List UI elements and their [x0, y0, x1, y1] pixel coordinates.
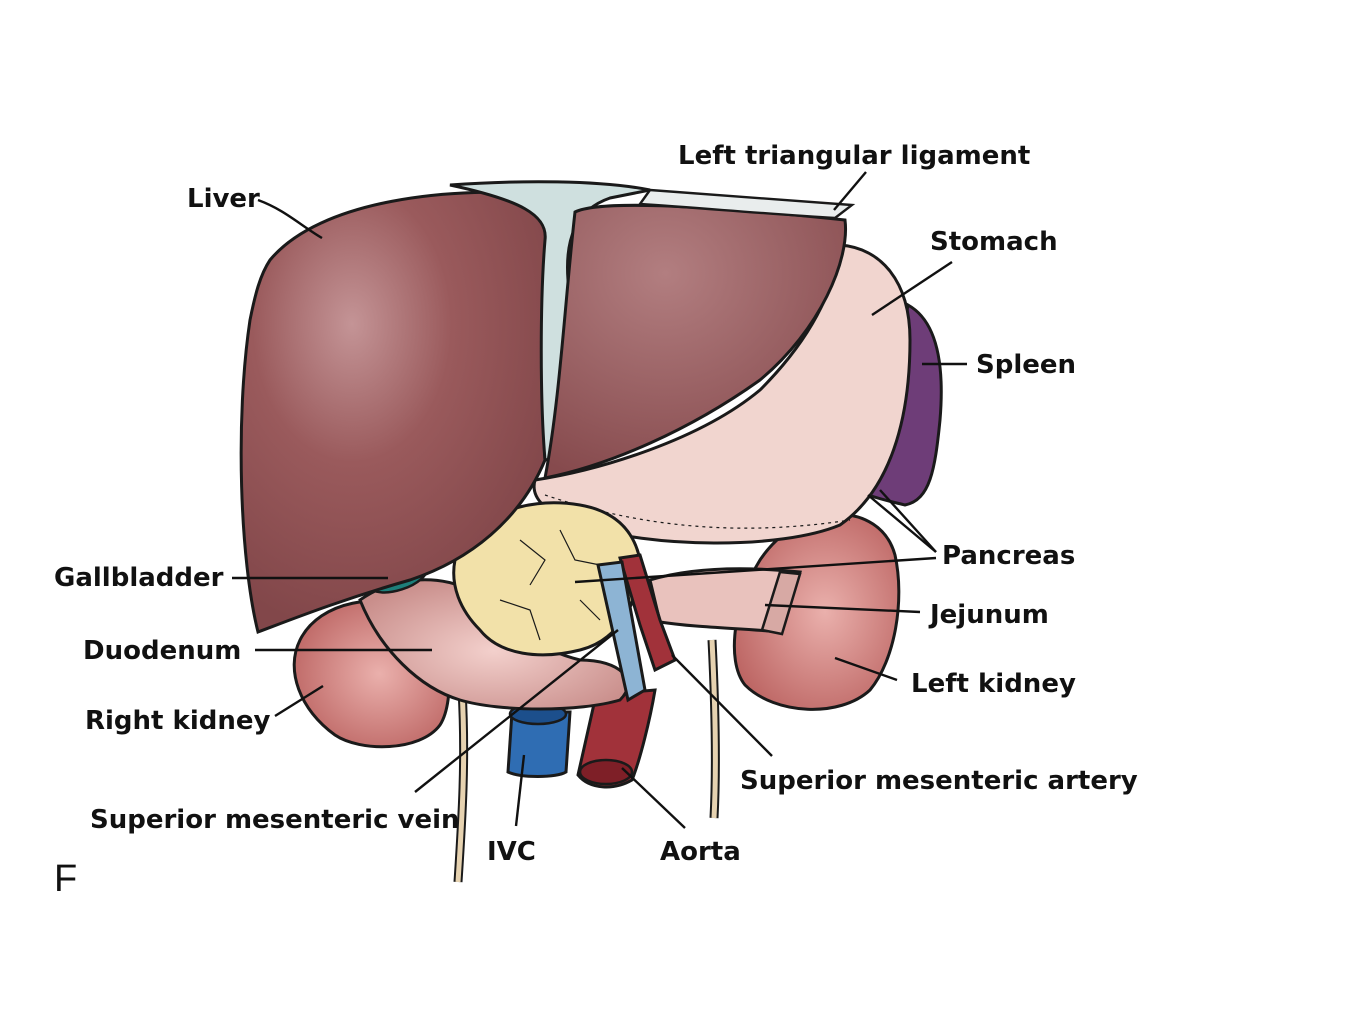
label-pancreas: Pancreas: [942, 541, 1075, 571]
left-triangular-ligament: [637, 188, 856, 220]
leader-stomach: [871, 260, 953, 317]
label-jejunum: Jejunum: [928, 600, 1049, 630]
leader-aorta: [621, 767, 686, 829]
leader-ivc: [514, 754, 526, 827]
label-gallbladder: Gallbladder: [54, 563, 224, 593]
leader-pancreas-2: [867, 494, 937, 553]
superior-mesenteric-vein: [596, 560, 647, 703]
label-stomach: Stomach: [930, 227, 1058, 257]
leader-right-kidney: [274, 684, 324, 718]
pancreas-lobule-lines: [499, 529, 601, 641]
leader-liver: [257, 198, 323, 240]
leader-sma: [671, 654, 773, 757]
superior-mesenteric-artery: [618, 553, 677, 673]
leader-jejunum: [764, 603, 921, 614]
label-ivc: IVC: [487, 837, 536, 867]
label-left-triangular-ligament: Left triangular ligament: [678, 141, 1030, 171]
leader-smv: [414, 629, 619, 793]
pancreas: [452, 501, 642, 657]
right-ureter-fill: [455, 689, 467, 883]
leader-left-triangular-ligament: [833, 171, 867, 211]
leader-pancreas-1: [879, 489, 937, 553]
jejunum: [648, 567, 803, 634]
label-aorta: Aorta: [660, 837, 741, 867]
label-duodenum: Duodenum: [83, 636, 241, 666]
label-spleen: Spleen: [976, 350, 1076, 380]
aorta-lumen: [578, 758, 634, 786]
panel-letter: F: [54, 858, 77, 900]
leader-pancreas-3: [574, 556, 937, 584]
leader-left-kidney: [834, 656, 898, 682]
left-ureter-fill: [709, 639, 718, 819]
label-liver: Liver: [187, 184, 260, 214]
label-left-kidney: Left kidney: [911, 669, 1076, 699]
label-right-kidney: Right kidney: [85, 706, 270, 736]
stomach-curvature-hatch: [544, 494, 851, 529]
label-superior-mesenteric-vein: Superior mesenteric vein: [90, 805, 460, 835]
jejunum-end: [760, 570, 802, 636]
label-superior-mesenteric-artery: Superior mesenteric artery: [740, 766, 1138, 796]
